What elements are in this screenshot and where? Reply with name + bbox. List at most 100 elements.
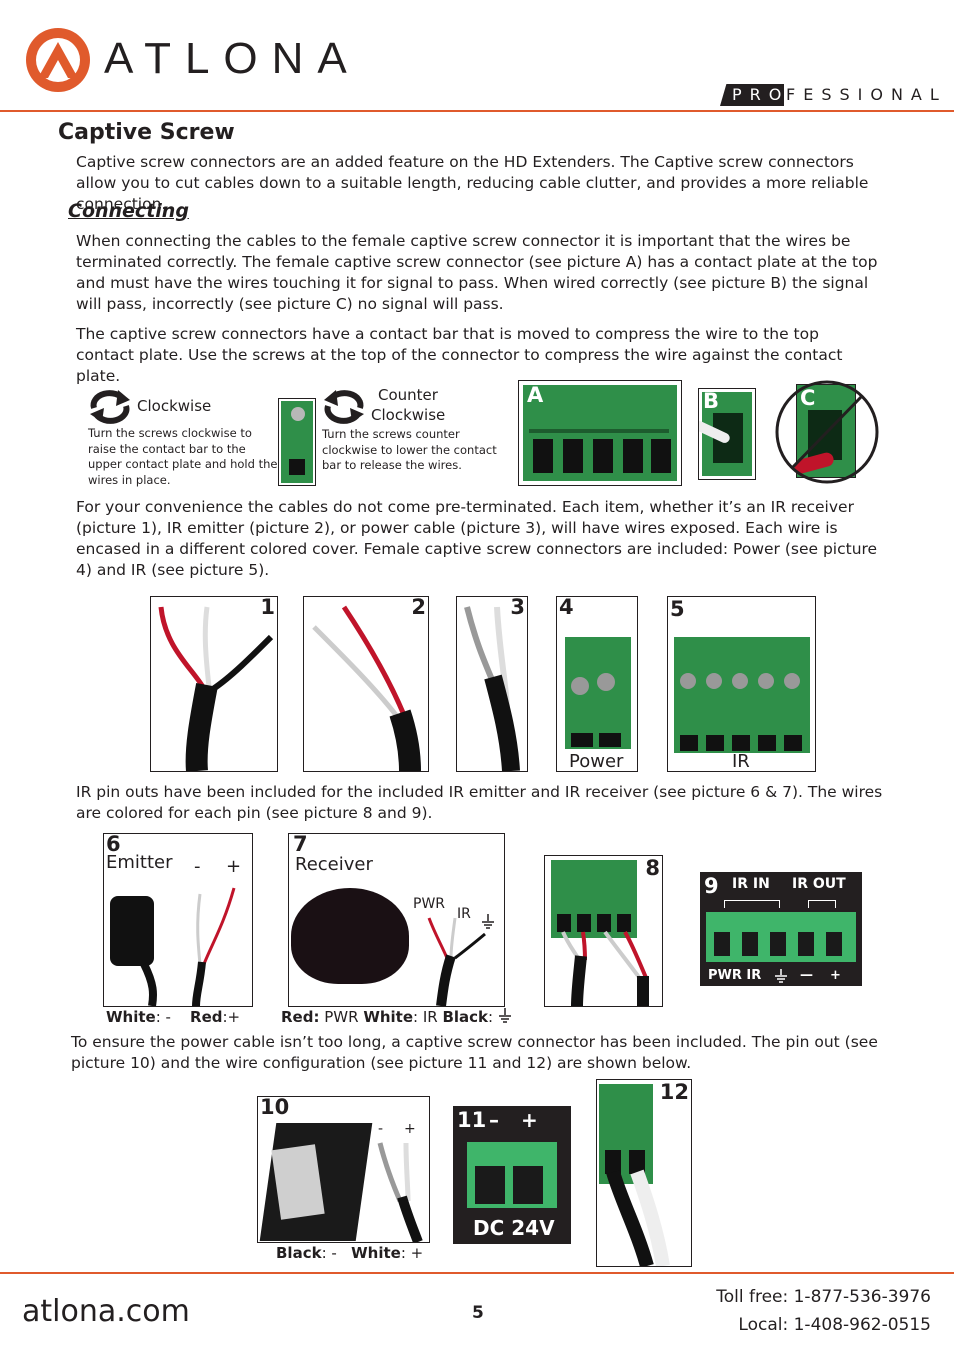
tagline-rest: FESSIONAL <box>786 85 947 104</box>
power-black-value: : - <box>321 1244 337 1262</box>
picture-2-ir-emitter-cable: 2 <box>303 596 429 772</box>
emitter-red: Red <box>190 1008 223 1026</box>
picture-8-wired-connector: 8 <box>544 855 663 1007</box>
picture-6-label: 6 <box>106 833 121 856</box>
picture-6-minus: - <box>194 856 201 877</box>
picture-8-label: 8 <box>645 856 660 880</box>
footer-toll-free: Toll free: 1-877-536-3976 <box>716 1287 931 1307</box>
receiver-black: Black <box>442 1008 489 1026</box>
convenience-paragraph: For your convenience the cables do not c… <box>76 498 878 579</box>
emitter-white: White <box>106 1008 156 1026</box>
receiver-white-value: : IR <box>413 1008 443 1026</box>
receiver-red: Red: <box>281 1008 320 1026</box>
picture-11-minus: – <box>489 1108 499 1132</box>
cable-illustration-icon <box>158 606 274 771</box>
picture-1-label: 1 <box>260 596 275 619</box>
receiver-red-value: PWR <box>319 1008 364 1026</box>
footer-rule <box>0 1272 954 1274</box>
picture-9-minus: — <box>800 968 813 983</box>
picture-3-label: 3 <box>510 596 525 619</box>
picture-a-label: A <box>527 383 544 407</box>
picture-9-ir-in: IR IN <box>732 876 770 892</box>
clockwise-description: Turn the screws clockwise to raise the c… <box>88 426 278 487</box>
power-cable-paragraph: To ensure the power cable isn’t too long… <box>71 1033 878 1072</box>
wire-illustration-icon <box>427 917 486 1006</box>
ground-symbol-icon <box>482 914 494 929</box>
clockwise-arrow-icon <box>90 390 130 424</box>
subtitle-connecting: Connecting <box>68 200 189 222</box>
picture-5-caption: IR <box>732 751 750 772</box>
picture-4-caption: Power <box>569 751 624 772</box>
picture-5-label: 5 <box>670 597 685 621</box>
wire-illustration-icon <box>377 1142 423 1242</box>
power-white: White <box>351 1244 401 1262</box>
picture-10-plus: + <box>404 1121 416 1137</box>
picture-11-plus: + <box>521 1108 538 1132</box>
picture-6-emitter: 6 Emitter - + <box>103 833 253 1007</box>
picture-4-label: 4 <box>559 596 574 619</box>
header-rule <box>0 110 954 112</box>
power-caption: Black: - White: + <box>276 1244 423 1262</box>
picture-10-power-supply: 10 - + <box>257 1096 430 1243</box>
emitter-white-value: : - <box>155 1008 171 1026</box>
picture-9-bottom-label: PWR IR <box>708 968 762 983</box>
picture-1-ir-receiver-cable: 1 <box>150 596 278 772</box>
picture-9-plus: + <box>830 968 841 983</box>
picture-2-label: 2 <box>411 596 426 619</box>
picture-a: A <box>518 380 682 486</box>
picture-7-ir: IR <box>457 906 471 922</box>
receiver-white: White <box>363 1008 414 1026</box>
picture-b-label: B <box>703 389 720 413</box>
clockwise-label: Clockwise <box>137 397 212 415</box>
emitter-caption: White: - Red:+ <box>106 1008 240 1026</box>
ground-symbol-icon <box>498 1008 511 1023</box>
picture-3-power-cable: 3 <box>456 596 528 772</box>
picture-11-label: 11 <box>457 1108 487 1132</box>
ir-pinout-paragraph: IR pin outs have been included for the i… <box>76 783 883 822</box>
picture-c: C <box>774 380 880 484</box>
intro-paragraph: Captive screw connectors are an added fe… <box>76 153 869 213</box>
picture-11-dc-input-panel: 11 – + DC 24V <box>453 1106 571 1244</box>
connecting-paragraph-2: The captive screw connectors have a cont… <box>76 325 843 385</box>
picture-7-label: 7 <box>293 833 308 856</box>
ground-symbol-icon <box>775 969 787 983</box>
counter-clockwise-description: Turn the screws counter clockwise to low… <box>322 427 497 472</box>
logo-mark-icon <box>26 28 90 92</box>
power-white-value: : + <box>400 1244 424 1262</box>
wire-illustration-icon <box>606 1169 670 1266</box>
wire-illustration-icon <box>140 887 236 1006</box>
picture-c-label: C <box>800 386 816 410</box>
power-black: Black <box>276 1244 322 1262</box>
picture-9-ir-pinout-panel: 9 IR IN IR OUT PWR IR — + <box>700 872 862 986</box>
picture-7-caption: Receiver <box>295 854 373 875</box>
page-title: Captive Screw <box>58 120 235 145</box>
picture-7-receiver: 7 Receiver PWR IR <box>288 833 505 1007</box>
professional-banner: PRO FESSIONAL <box>720 84 940 106</box>
picture-6-caption: Emitter <box>106 852 173 873</box>
picture-10-minus: - <box>378 1121 384 1137</box>
picture-7-pwr: PWR <box>413 896 446 912</box>
picture-9-ir-out: IR OUT <box>792 876 846 892</box>
counter-clockwise-arrow-icon <box>324 390 364 424</box>
tagline-pro: PRO <box>732 85 790 104</box>
picture-12-power-connector-wired: 12 <box>596 1079 692 1267</box>
picture-b: B <box>698 388 756 480</box>
footer-site[interactable]: atlona.com <box>22 1294 190 1329</box>
brand-wordmark: ATLONA <box>104 34 361 83</box>
counter-clockwise-label-1: Counter <box>378 386 438 404</box>
cable-illustration-icon <box>312 605 421 771</box>
counter-clockwise-label-2: Clockwise <box>371 406 446 424</box>
prohibited-icon <box>775 380 879 484</box>
wire-illustration-icon <box>561 930 649 1006</box>
picture-11-dc-label: DC 24V <box>473 1216 555 1240</box>
picture-12-label: 12 <box>659 1080 689 1104</box>
receiver-black-value: : <box>488 1008 494 1026</box>
connecting-paragraph-1: When connecting the cables to the female… <box>76 232 878 313</box>
picture-5-ir-connector: 5 IR <box>667 596 816 772</box>
receiver-caption: Red: PWR White: IR Black: <box>281 1008 512 1026</box>
picture-6-plus: + <box>226 856 242 877</box>
picture-10-label: 10 <box>260 1096 290 1119</box>
page-number: 5 <box>472 1303 484 1323</box>
cable-illustration-icon <box>464 606 520 771</box>
footer-local: Local: 1-408-962-0515 <box>738 1315 931 1335</box>
